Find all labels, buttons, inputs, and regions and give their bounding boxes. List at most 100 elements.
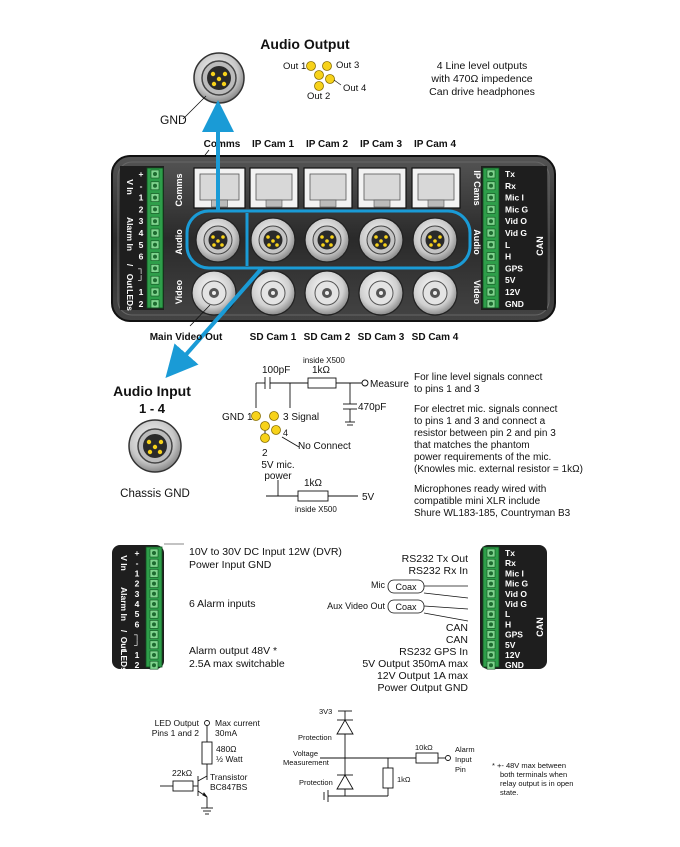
left-group-out: Out: [125, 274, 135, 289]
output-note: 4 Line level outputs with 470Ω impedence…: [429, 60, 535, 98]
max-current: Max current: [215, 718, 261, 728]
cap-100pf: 100pF: [262, 365, 290, 376]
ll-terminal-pin: 6: [135, 619, 159, 629]
pin-dot: [269, 411, 279, 421]
top-port-labels: Comms IP Cam 1 IP Cam 2 IP Cam 3 IP Cam …: [204, 139, 457, 150]
left-terminal-pin-label: 4: [139, 228, 144, 238]
side-label-audio-right: Audio: [472, 229, 482, 255]
pin-dot: [325, 74, 335, 84]
desc-can-l: CAN: [446, 622, 468, 634]
pin-dot: [314, 81, 324, 91]
left-terminal-pin-label: ┐: [138, 263, 144, 274]
left-terminal-pin: -: [140, 181, 160, 191]
side-label-comms: Comms: [174, 173, 184, 206]
label-ip-cam-1: IP Cam 1: [252, 139, 294, 150]
desc-gnd: Power Output GND: [378, 682, 469, 694]
left-terminal-pin: 4: [139, 228, 160, 238]
ll-terminal-pin-label: 2: [135, 660, 140, 670]
right-terminal-pin-label: Rx: [505, 181, 516, 191]
output-note-line: 4 Line level outputs: [437, 60, 527, 72]
lr-terminal-pin-label: Rx: [505, 558, 516, 568]
out-pin-label: Out 2: [307, 91, 330, 102]
lr-terminal-pin: Rx: [486, 558, 516, 568]
power-desc: Power Input GND: [189, 559, 272, 571]
res-1k-top: 1kΩ: [312, 365, 331, 376]
ll-terminal-pin: -: [136, 558, 159, 568]
measure-label: Measure: [370, 379, 409, 390]
lr-terminal-pin: H: [486, 619, 511, 629]
right-terminal-pin-label: Vid O: [505, 216, 527, 226]
output-pin-diagram: Out 1 Out 2 Out 3 Out 4: [283, 60, 366, 102]
ll-group-alarm: Alarm In: [119, 587, 129, 621]
right-terminal-pin: 12V: [486, 287, 520, 297]
out-pin-label: Out 3: [336, 60, 359, 71]
mic-power-label-2: power: [264, 471, 292, 482]
coax-label-2: Coax: [395, 602, 417, 612]
arrow-to-input: [165, 266, 264, 379]
max-current-2: 30mA: [215, 728, 238, 738]
gnd-pin1-label: GND 1: [222, 412, 253, 423]
rs232-tx: RS232 Tx Out: [402, 553, 468, 565]
lower-right-descriptions: RS232 Tx Out RS232 Rx In Mic Coax Aux Vi…: [327, 553, 469, 694]
output-note-line: Can drive headphones: [429, 86, 535, 98]
ll-terminal-pin: 3: [135, 589, 159, 599]
label-sd-cam-1: SD Cam 1: [250, 332, 297, 343]
left-terminal-pin: 2: [139, 299, 160, 309]
ll-terminal-pin-label: ┐: [134, 630, 140, 641]
right-terminal-pin: H: [486, 252, 511, 262]
side-label-ipcams: IP Cams: [472, 170, 482, 205]
label-ip-cam-2: IP Cam 2: [306, 139, 348, 150]
pin2-label: 2: [262, 448, 268, 459]
right-terminal-pin: Mic G: [486, 204, 529, 214]
led-circuit-labels: LED Output Pins 1 and 2 Max current 30mA…: [152, 718, 261, 792]
left-terminal-pin-label: -: [140, 181, 143, 191]
alarm-input-label-3: Pin: [455, 765, 466, 774]
lr-terminal-pin: Vid G: [486, 599, 527, 609]
note-mics: compatible mini XLR include: [414, 496, 541, 507]
right-terminal-pin-label: H: [505, 252, 511, 262]
ll-group-leds: LEDs: [119, 650, 129, 672]
label-sd-cam-3: SD Cam 3: [358, 332, 405, 343]
ip-cam-rj45-port: [249, 167, 299, 209]
out-pin-label: Out 4: [343, 83, 366, 94]
lr-terminal-pin: 12V: [486, 650, 520, 660]
right-terminal-pin: Vid O: [486, 216, 527, 226]
inside-x500-bottom: inside X500: [295, 505, 337, 514]
note-line: For line level signals connect: [414, 372, 543, 383]
voltage-meas-2: Measurement: [283, 758, 330, 767]
side-label-video: Video: [174, 279, 184, 304]
ll-terminal-pin-label: 1: [135, 650, 140, 660]
audio-input-title: Audio Input: [113, 383, 191, 399]
ll-terminal-pin-label: 6: [135, 619, 140, 629]
left-terminal-pin: +: [139, 169, 160, 179]
protection-top: Protection: [298, 733, 332, 742]
cap-470pf: 470pF: [358, 402, 386, 413]
label-comms: Comms: [204, 139, 241, 150]
alarm-input-label-2: Input: [455, 755, 473, 764]
pin-dot: [251, 411, 261, 421]
inside-x500-top: inside X500: [303, 356, 345, 365]
left-terminal-pin: 1: [139, 287, 160, 297]
mic-schematic-labels: inside X500 100pF 1kΩ Measure 470pF GND …: [222, 356, 409, 514]
out-pin-label: Out 1: [283, 61, 306, 72]
left-terminal-pin-label: 1: [139, 193, 144, 203]
audio-in-xlr: [304, 217, 350, 263]
right-terminal-pin-label: Tx: [505, 169, 515, 179]
right-terminal-pin-label: Mic I: [505, 193, 524, 203]
top-xlr-connector: [193, 52, 245, 104]
left-group-slash: /: [125, 264, 135, 267]
res-1k-bottom: 1kΩ: [304, 478, 323, 489]
right-terminal-pin: L: [486, 240, 510, 250]
right-terminal-pin-label: 12V: [505, 287, 520, 297]
right-terminal-pin: GND: [486, 299, 524, 309]
side-label-video-right: Video: [472, 280, 482, 305]
lr-terminal-pin-label: GPS: [505, 630, 523, 640]
footnote-line: relay output is in open: [500, 779, 573, 788]
lr-group-can: CAN: [535, 617, 545, 637]
power-desc: 10V to 30V DC Input 12W (DVR): [189, 546, 342, 558]
led-circuit: [160, 720, 213, 815]
alarm-out-desc: 2.5A max switchable: [189, 658, 285, 670]
lr-terminal-pin: Mic I: [486, 568, 524, 578]
